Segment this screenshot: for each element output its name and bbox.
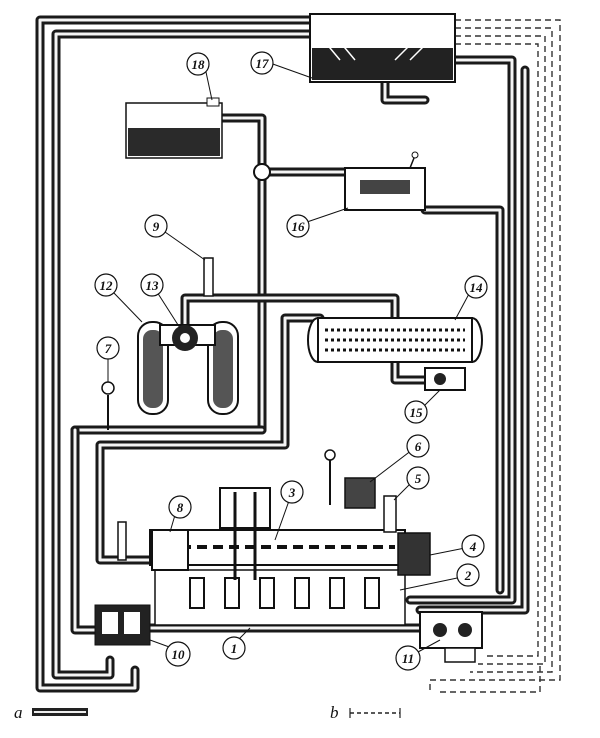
filters-12 (137, 321, 239, 415)
oil-tank-18 (125, 97, 223, 159)
callout-label-18: 18 (192, 57, 206, 72)
callout-12: 12 (94, 273, 118, 297)
callout-18: 18 (186, 52, 210, 76)
gauge-7 (101, 381, 115, 430)
legend-label-b: b (330, 703, 339, 722)
oil-tank-17 (309, 13, 456, 83)
callout-label-11: 11 (402, 651, 414, 666)
callout-label-6: 6 (415, 439, 422, 454)
engine-block (149, 487, 406, 626)
junction-valve (253, 163, 271, 181)
unit-8 (117, 521, 189, 571)
callout-label-7: 7 (105, 341, 112, 356)
units-5-6 (324, 449, 397, 533)
callout-label-5: 5 (415, 471, 422, 486)
callout-7: 7 (96, 336, 120, 360)
legend-solid-pipe-swatch (32, 708, 88, 716)
legend-label-a: a (14, 703, 23, 722)
callout-15: 15 (404, 400, 428, 424)
callout-label-15: 15 (410, 405, 424, 420)
callout-6: 6 (406, 434, 430, 458)
pump-15 (424, 367, 466, 391)
callout-9: 9 (144, 214, 168, 238)
callout-8: 8 (168, 495, 192, 519)
legend: a b (14, 703, 401, 722)
callout-label-14: 14 (470, 280, 484, 295)
sump-pump-11 (419, 611, 483, 663)
callout-label-16: 16 (292, 219, 306, 234)
legend-dashed-pipe-swatch (349, 708, 401, 718)
callout-13: 13 (140, 273, 164, 297)
callout-4: 4 (461, 534, 485, 558)
valve-13 (159, 324, 216, 351)
sump-pump-10 (94, 604, 151, 646)
callout-14: 14 (464, 275, 488, 299)
main-oil-pipes (35, 15, 530, 693)
callout-11: 11 (395, 645, 421, 671)
callout-17: 17 (250, 51, 274, 75)
callout-label-4: 4 (469, 539, 477, 554)
callout-3: 3 (280, 480, 304, 504)
breather-pipe-9 (203, 257, 214, 297)
callout-label-2: 2 (464, 568, 472, 583)
dashed-return-lines (429, 19, 561, 693)
callout-label-3: 3 (288, 485, 296, 500)
callout-16: 16 (286, 214, 310, 238)
callouts: 18 17 16 9 12 13 14 7 15 6 5 8 3 4 2 1 1… (94, 51, 488, 671)
callout-label-13: 13 (146, 278, 160, 293)
callout-5: 5 (406, 466, 430, 490)
callout-2: 2 (456, 563, 480, 587)
callout-label-10: 10 (172, 647, 186, 662)
callout-1: 1 (222, 636, 246, 660)
unit-4 (397, 532, 431, 576)
callout-10: 10 (165, 641, 191, 667)
callout-label-17: 17 (256, 56, 270, 71)
callout-label-9: 9 (153, 219, 160, 234)
callout-label-12: 12 (100, 278, 114, 293)
callout-label-1: 1 (231, 641, 238, 656)
callout-label-8: 8 (177, 500, 184, 515)
oil-cooler-14 (307, 317, 483, 363)
unit-16 (344, 151, 426, 211)
